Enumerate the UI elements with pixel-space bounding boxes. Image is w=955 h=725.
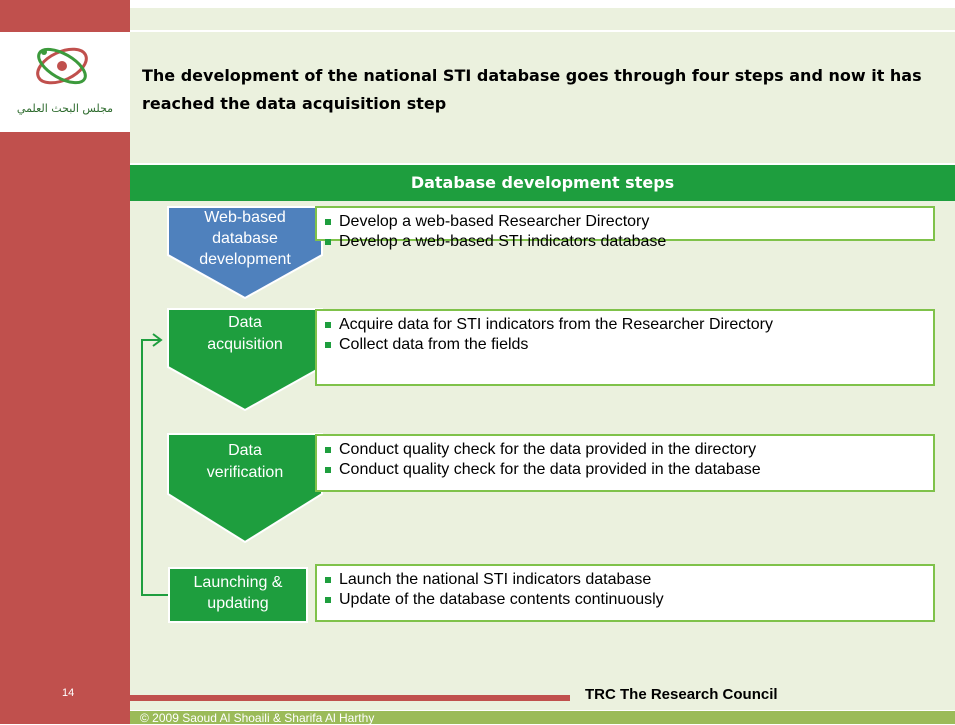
step-1-bullet-1: Develop a web-based Researcher Directory <box>325 212 927 232</box>
top-strip <box>130 0 955 8</box>
chevron-down-icon <box>167 433 323 544</box>
logo-text: مجلس البحث العلمي <box>16 102 114 115</box>
step-3-details: Conduct quality check for the data provi… <box>315 434 935 492</box>
chevron-down-icon <box>167 308 323 412</box>
section-header-title: Database development steps <box>410 173 675 192</box>
step-4-bullet-2: Update of the database contents continuo… <box>325 590 927 610</box>
step-1-label-line3: development <box>199 251 291 268</box>
page-number: 14 <box>62 687 75 699</box>
step-1-bullet-2: Develop a web-based STI indicators datab… <box>325 232 927 252</box>
atom-logo-icon <box>36 47 88 85</box>
step-4-bullet-1: Launch the national STI indicators datab… <box>325 570 927 590</box>
logo: مجلس البحث العلمي <box>0 30 130 132</box>
step-1-label-line2: database <box>212 230 278 247</box>
step-1-label-line1: Web-based <box>204 209 286 226</box>
section-header: Database development steps <box>130 163 955 201</box>
copyright-notice: © 2009 Saoud Al Shoaili & Sharifa Al Har… <box>140 711 375 725</box>
step-2-bullet-2: Collect data from the fields <box>325 335 927 355</box>
step-2-chevron: Data acquisition <box>165 307 325 412</box>
step-4-label-line2: updating <box>207 595 269 612</box>
step-1-chevron: Web-based database development <box>165 205 325 300</box>
chevron-down-icon <box>167 206 323 300</box>
step-2-bullet-1: Acquire data for STI indicators from the… <box>325 315 927 335</box>
step-1-details: Develop a web-based Researcher Directory… <box>315 206 935 250</box>
step-4-label-line1: Launching & <box>193 574 283 591</box>
step-3-chevron: Data verification <box>165 432 325 544</box>
footer-red-bar <box>130 695 570 701</box>
slide-headline: The development of the national STI data… <box>142 66 922 113</box>
step-3-label-line1: Data <box>228 442 262 459</box>
step-3-bullet-2: Conduct quality check for the data provi… <box>325 460 927 480</box>
step-2-details: Acquire data for STI indicators from the… <box>315 309 935 386</box>
step-3-bullet-1: Conduct quality check for the data provi… <box>325 440 927 460</box>
step-4-details: Launch the national STI indicators datab… <box>315 564 935 622</box>
title-band <box>130 30 955 132</box>
loop-back-arrow-icon <box>141 333 168 596</box>
step-2-label-line2: acquisition <box>207 336 283 353</box>
step-4-box: Launching & updating <box>168 567 308 623</box>
step-2-label-line1: Data <box>228 314 262 331</box>
footer-green-bar <box>130 711 955 724</box>
footer-organization: TRC The Research Council <box>585 686 778 703</box>
step-3-label-line2: verification <box>206 464 284 481</box>
